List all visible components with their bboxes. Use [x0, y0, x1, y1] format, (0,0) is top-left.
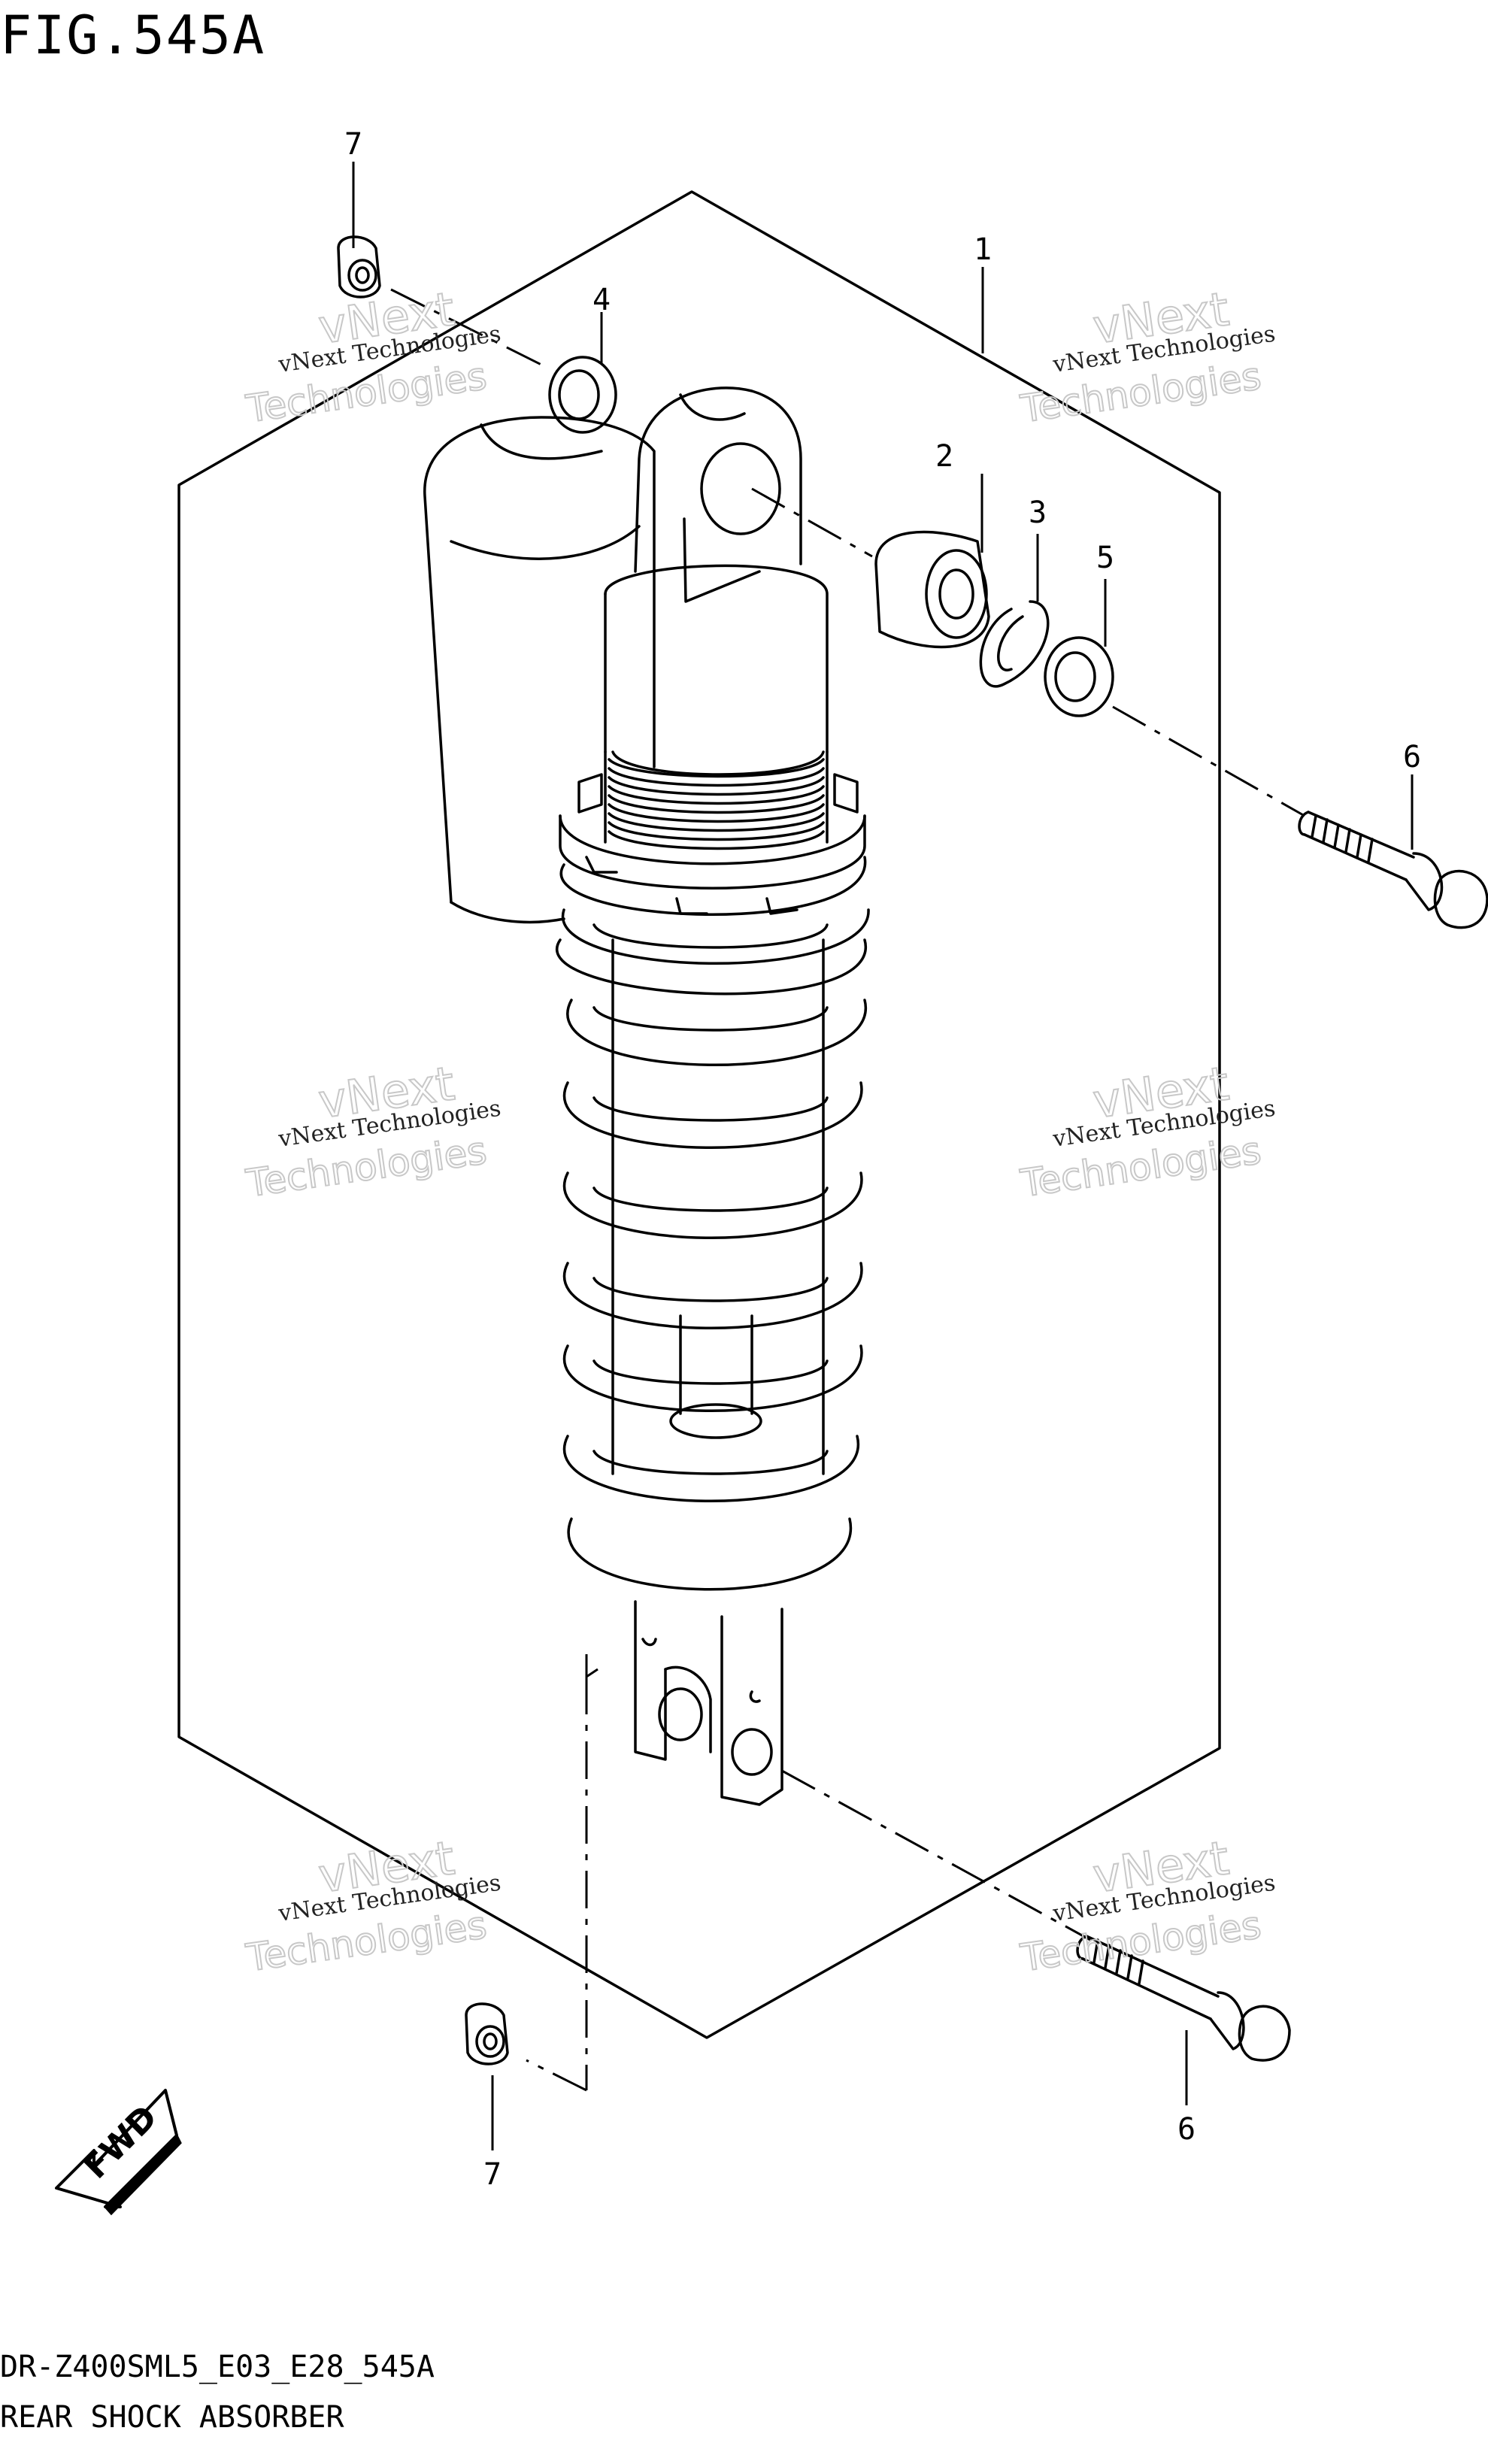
upper-mount-eye: [634, 386, 802, 603]
figure-title: FIG.545A: [0, 5, 266, 66]
lower-clevis: [634, 1600, 783, 1806]
washer-top-part: [548, 356, 617, 434]
callout-5: 5: [1096, 541, 1114, 575]
model-code: DR-Z400SML5_E03_E28_545A: [0, 2350, 435, 2384]
upper-body: [604, 564, 829, 776]
figure-caption: REAR SHOCK ABSORBER: [0, 2400, 344, 2435]
damper-body: [611, 938, 825, 1475]
washer-side-part: [1044, 636, 1114, 717]
leader-lines: [352, 162, 1414, 2150]
callout-2: 2: [935, 439, 953, 474]
snap-ring-part: [979, 600, 1050, 688]
callout-6-upper: 6: [1403, 740, 1421, 774]
callout-3: 3: [1029, 496, 1047, 530]
callout-4: 4: [592, 283, 611, 317]
nut-upper-part: [337, 235, 381, 299]
threaded-section: [604, 750, 829, 850]
forward-arrow-icon: FWD: [55, 2089, 182, 2216]
bushing-part: [874, 530, 990, 649]
bolt-upper-part: [1298, 811, 1488, 929]
nut-lower-part: [465, 2002, 509, 2065]
bolt-lower-part: [1076, 1935, 1291, 2062]
callout-1: 1: [974, 232, 992, 267]
callout-6-lower: 6: [1177, 2112, 1196, 2147]
assembly-outline: [177, 190, 1221, 2039]
center-lines: [390, 288, 1305, 2092]
reservoir-canister: [423, 416, 656, 924]
callout-7-upper: 7: [344, 127, 362, 162]
callout-7-lower: 7: [483, 2157, 502, 2192]
watermark-group: vNext vNext Technologies Technologies vN…: [243, 280, 1277, 1981]
coil-spring: [556, 856, 870, 1591]
